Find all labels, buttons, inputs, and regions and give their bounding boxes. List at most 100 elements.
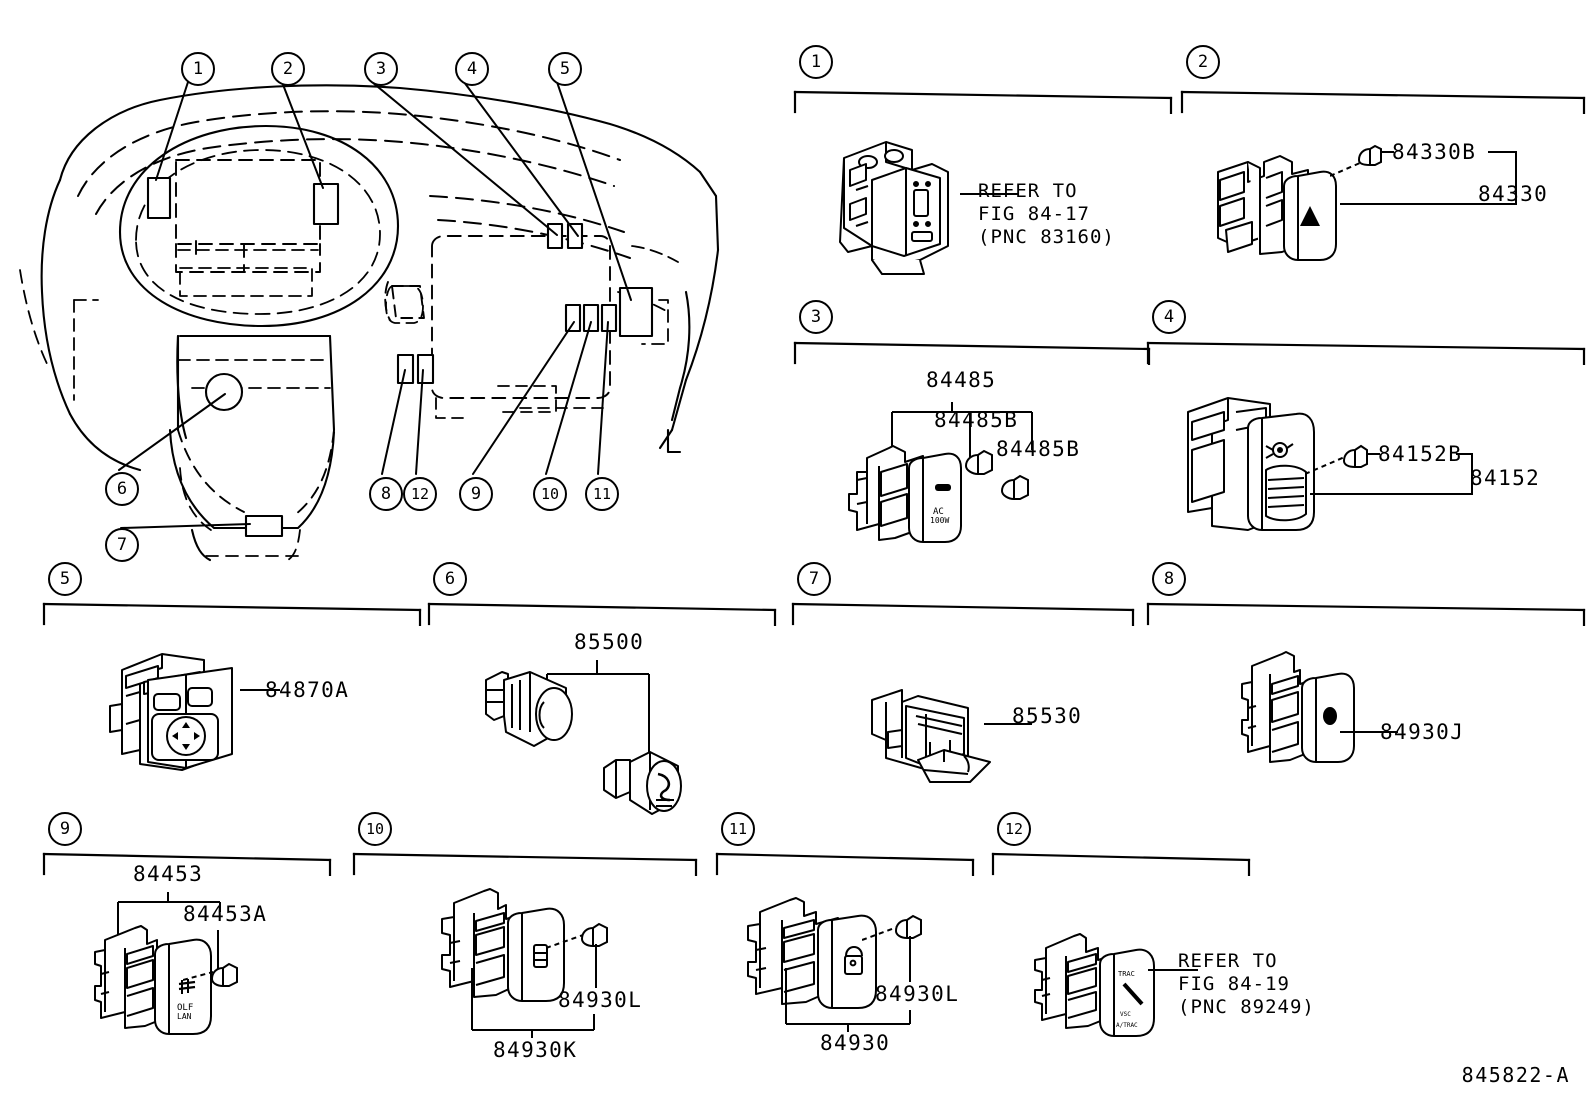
panel-number-3: 3: [799, 300, 833, 334]
panel-number-6: 6: [433, 562, 467, 596]
panel-11-assy-label: 84930: [820, 1031, 891, 1055]
panel-bracket-4: [1146, 339, 1588, 365]
svg-text:OLF: OLF: [177, 1003, 193, 1013]
leader-line-p9-bulb-dash: [183, 971, 214, 981]
leader-line-p12: [1148, 969, 1198, 971]
panel-number-8: 8: [1152, 562, 1186, 596]
panel-bracket-5: [42, 600, 424, 626]
dashboard-callout-4[interactable]: 4: [455, 52, 489, 86]
panel-10-bulb-label: 84930L: [558, 988, 643, 1012]
leader-line-p7: [984, 723, 1032, 725]
panel-3-bulb-b-label: 84485B: [996, 437, 1081, 461]
panel-bracket-10: [352, 850, 700, 876]
svg-text:100W: 100W: [930, 516, 949, 525]
panel-6-assy-label: 85500: [574, 630, 645, 654]
panel-1-refer-label: REFER TO FIG 84-17 (PNC 83160): [978, 180, 1115, 249]
panel-bracket-6: [427, 600, 779, 626]
part-drawing-accessory-outlet-switch: AC 100W: [845, 428, 975, 548]
bulb-84930L-a: [580, 922, 608, 947]
panel-8-assy-label: 84930J: [1380, 720, 1465, 744]
leader-line-p11-bulb-down: [909, 936, 911, 982]
bulb-84330B: [1357, 144, 1382, 166]
leader-line-p2-assy: [1340, 203, 1516, 205]
bulb-84930L-b: [894, 914, 922, 939]
part-drawing-power-window-switch: [828, 128, 968, 278]
dashboard-callout-2[interactable]: 2: [271, 52, 305, 86]
leader-tick-p4: [1368, 453, 1380, 455]
part-drawing-hazard-switch: [1212, 140, 1342, 270]
part-drawing-sliding-door-switch: [432, 885, 572, 1010]
leader-line-p8: [1340, 731, 1398, 733]
panel-4-assy-label: 84152: [1470, 466, 1541, 490]
svg-text:LAN: LAN: [177, 1012, 192, 1021]
dashboard-callout-9[interactable]: 9: [459, 477, 493, 511]
panel-bracket-7: [791, 600, 1137, 626]
leader-line-p10-bulb-down: [595, 944, 597, 988]
panel-bracket-2: [1180, 88, 1588, 114]
leader-line-p1: [960, 193, 1018, 195]
panel-10-assy-label: 84930K: [493, 1038, 578, 1062]
bulb-84152B: [1342, 444, 1368, 468]
panel-9-assy-label: 84453: [133, 862, 204, 886]
part-drawing-mirror-switch: [104, 638, 244, 773]
panel-number-12: 12: [997, 812, 1031, 846]
leader-line-p5: [240, 689, 280, 691]
leader-tick-p2: [1382, 151, 1394, 153]
panel-2-assy-label: 84330: [1478, 182, 1549, 206]
dashboard-illustration: [0, 0, 760, 570]
leader-line-p4-assy: [1310, 493, 1472, 495]
panel-number-4: 4: [1152, 300, 1186, 334]
part-drawing-cigarette-lighter: [478, 658, 598, 758]
dashboard-callout-5[interactable]: 5: [548, 52, 582, 86]
panel-number-7: 7: [797, 562, 831, 596]
bulb-84453A: [210, 962, 238, 987]
part-drawing-traction-control-switch: TRAC VSC A/TRAC: [1028, 930, 1168, 1040]
figure-id: 845822-A: [1461, 1063, 1570, 1087]
dashboard-callout-7[interactable]: 7: [105, 528, 139, 562]
part-drawing-door-lock-switch: [742, 890, 882, 1015]
svg-text:VSC: VSC: [1120, 1011, 1131, 1018]
panel-number-1: 1: [799, 45, 833, 79]
svg-text:AC: AC: [933, 507, 944, 517]
leader-line-p4-bulb: [1305, 455, 1348, 475]
panel-3-assy-label: 84485: [926, 368, 997, 392]
panel-12-refer-label: REFER TO FIG 84-19 (PNC 89249): [1178, 950, 1315, 1019]
bracket-84930: [785, 968, 911, 1032]
panel-4-bulb-label: 84152B: [1378, 442, 1463, 466]
panel-bracket-11: [715, 850, 977, 876]
dashboard-callout-8[interactable]: 8: [369, 477, 403, 511]
panel-number-9: 9: [48, 812, 82, 846]
panel-2-bulb-label: 84330B: [1392, 140, 1477, 164]
svg-text:TRAC: TRAC: [1118, 970, 1135, 978]
part-drawing-rheostat-switch: [1180, 390, 1330, 545]
panel-3-bulb-a-label: 84485B: [934, 408, 1019, 432]
panel-number-5: 5: [48, 562, 82, 596]
dashboard-callout-12[interactable]: 12: [403, 477, 437, 511]
panel-bracket-3: [793, 339, 1153, 365]
leader-line-p9-bulb: [217, 930, 219, 970]
part-drawing-power-outlet: [868, 684, 1008, 789]
panel-bracket-8: [1146, 600, 1588, 626]
dashboard-callout-1[interactable]: 1: [181, 52, 215, 86]
dashboard-callout-3[interactable]: 3: [364, 52, 398, 86]
svg-text:A/TRAC: A/TRAC: [1116, 1022, 1138, 1029]
dashboard-callout-11[interactable]: 11: [585, 477, 619, 511]
panel-11-bulb-label: 84930L: [875, 982, 960, 1006]
dashboard-callout-6[interactable]: 6: [105, 472, 139, 506]
bulb-84485B-a: [964, 449, 993, 475]
panel-bracket-12: [991, 850, 1253, 876]
bulb-84485B-b: [1000, 474, 1029, 500]
panel-5-assy-label: 84870A: [265, 678, 350, 702]
panel-7-assy-label: 85530: [1012, 704, 1083, 728]
dashboard-callout-10[interactable]: 10: [533, 477, 567, 511]
part-drawing-switch-84930j: [1228, 648, 1358, 773]
bracket-84930K: [471, 968, 595, 1038]
part-drawing-lighter-socket: [600, 740, 698, 820]
panel-bracket-1: [793, 88, 1175, 114]
part-drawing-defogger-switch: OLF LAN: [83, 918, 218, 1038]
panel-bracket-9: [42, 850, 334, 876]
panel-number-11: 11: [721, 812, 755, 846]
panel-9-bulb-label: 84453A: [183, 902, 268, 926]
panel-number-2: 2: [1186, 45, 1220, 79]
